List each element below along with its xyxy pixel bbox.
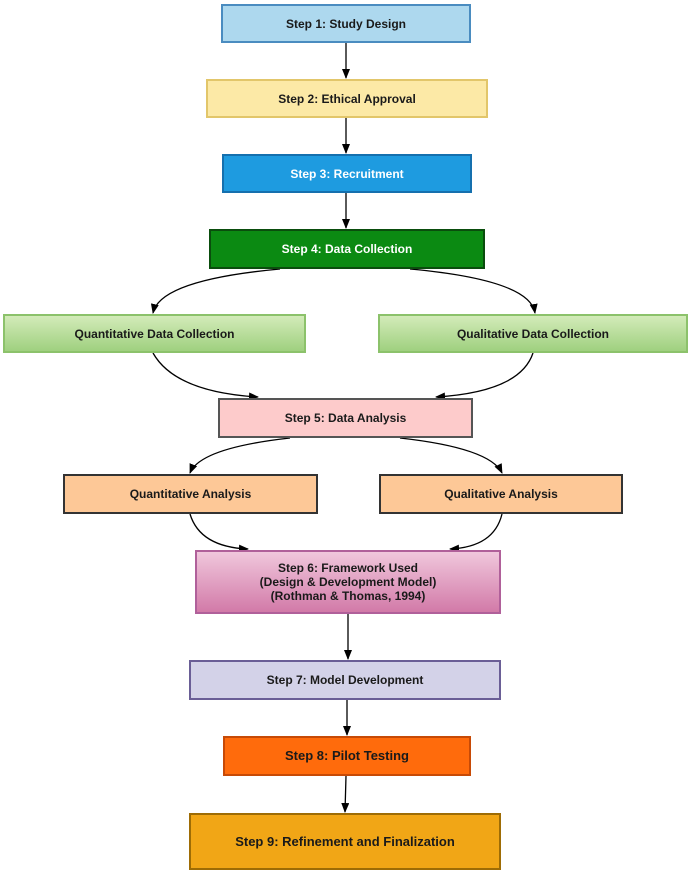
- quantitative-data-collection-label: Quantitative Data Collection: [74, 326, 235, 341]
- quantitative-analysis-box: Quantitative Analysis: [63, 474, 318, 514]
- qualitative-data-collection-box: Qualitative Data Collection: [378, 314, 688, 353]
- step-2-ethical-approval-box: Step 2: Ethical Approval: [206, 79, 488, 118]
- step-3-label: Step 3: Recruitment: [290, 166, 404, 181]
- step-9-refinement-box: Step 9: Refinement and Finalization: [189, 813, 501, 870]
- arrow-quant-collection-to-step5: [152, 352, 259, 401]
- step-6-model: (Design & Development Model): [259, 575, 437, 589]
- quantitative-analysis-label: Quantitative Analysis: [129, 487, 252, 501]
- qualitative-data-collection-label: Qualitative Data Collection: [456, 326, 610, 341]
- step-4-data-collection-box: Step 4: Data Collection: [209, 229, 485, 269]
- step-7-model-development-box: Step 7: Model Development: [189, 660, 501, 700]
- arrow-quant-analysis-to-step6: [189, 513, 249, 553]
- step-1-label: Step 1: Study Design: [285, 16, 407, 31]
- step-6-title: Step 6: Framework Used: [277, 561, 419, 575]
- arrow-step4-to-quant-collection: [150, 268, 281, 314]
- qualitative-analysis-box: Qualitative Analysis: [379, 474, 623, 514]
- step-6-framework-box: Step 6: Framework Used (Design & Develop…: [195, 550, 501, 614]
- step-5-label: Step 5: Data Analysis: [284, 411, 407, 425]
- arrow-step8-to-step9: [341, 775, 350, 813]
- arrow-step5-to-quant-analysis: [189, 437, 291, 474]
- step-8-label: Step 8: Pilot Testing: [285, 748, 409, 763]
- step-3-recruitment-box: Step 3: Recruitment: [222, 154, 472, 193]
- arrow-step5-to-qual-analysis: [399, 437, 503, 474]
- arrow-qual-analysis-to-step6: [449, 513, 503, 553]
- step-4-label: Step 4: Data Collection: [281, 242, 413, 256]
- step-6-text: Step 6: Framework Used (Design & Develop…: [260, 561, 437, 603]
- step-9-label: Step 9: Refinement and Finalization: [235, 833, 455, 849]
- quantitative-data-collection-box: Quantitative Data Collection: [3, 314, 306, 353]
- qualitative-analysis-label: Qualitative Analysis: [444, 487, 558, 501]
- step-2-label: Step 2: Ethical Approval: [278, 91, 416, 106]
- step-1-study-design-box: Step 1: Study Design: [221, 4, 471, 43]
- step-6-citation: (Rothman & Thomas, 1994): [270, 589, 426, 603]
- step-7-label: Step 7: Model Development: [266, 673, 424, 687]
- step-8-pilot-testing-box: Step 8: Pilot Testing: [223, 736, 471, 776]
- arrow-step4-to-qual-collection: [409, 268, 538, 314]
- step-5-data-analysis-box: Step 5: Data Analysis: [218, 398, 473, 438]
- arrow-qual-collection-to-step5: [435, 352, 534, 401]
